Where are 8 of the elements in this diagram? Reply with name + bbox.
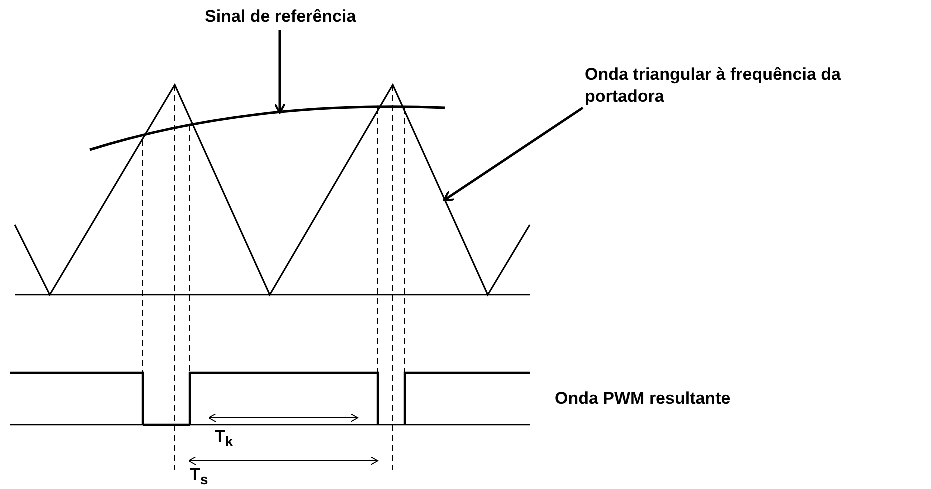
leader-arrow bbox=[443, 106, 584, 202]
dimension-label: T$_{k}$ bbox=[215, 426, 234, 452]
callout-label: Sinal de referência bbox=[205, 6, 385, 28]
callout-label: Onda triangular à frequência da portadora bbox=[585, 64, 915, 108]
dimension-label: T$_{s}$ bbox=[190, 464, 208, 489]
waveform-label: Onda PWM resultante bbox=[555, 388, 731, 410]
leader-arrow bbox=[274, 30, 286, 114]
triangle-wave bbox=[14, 83, 531, 297]
